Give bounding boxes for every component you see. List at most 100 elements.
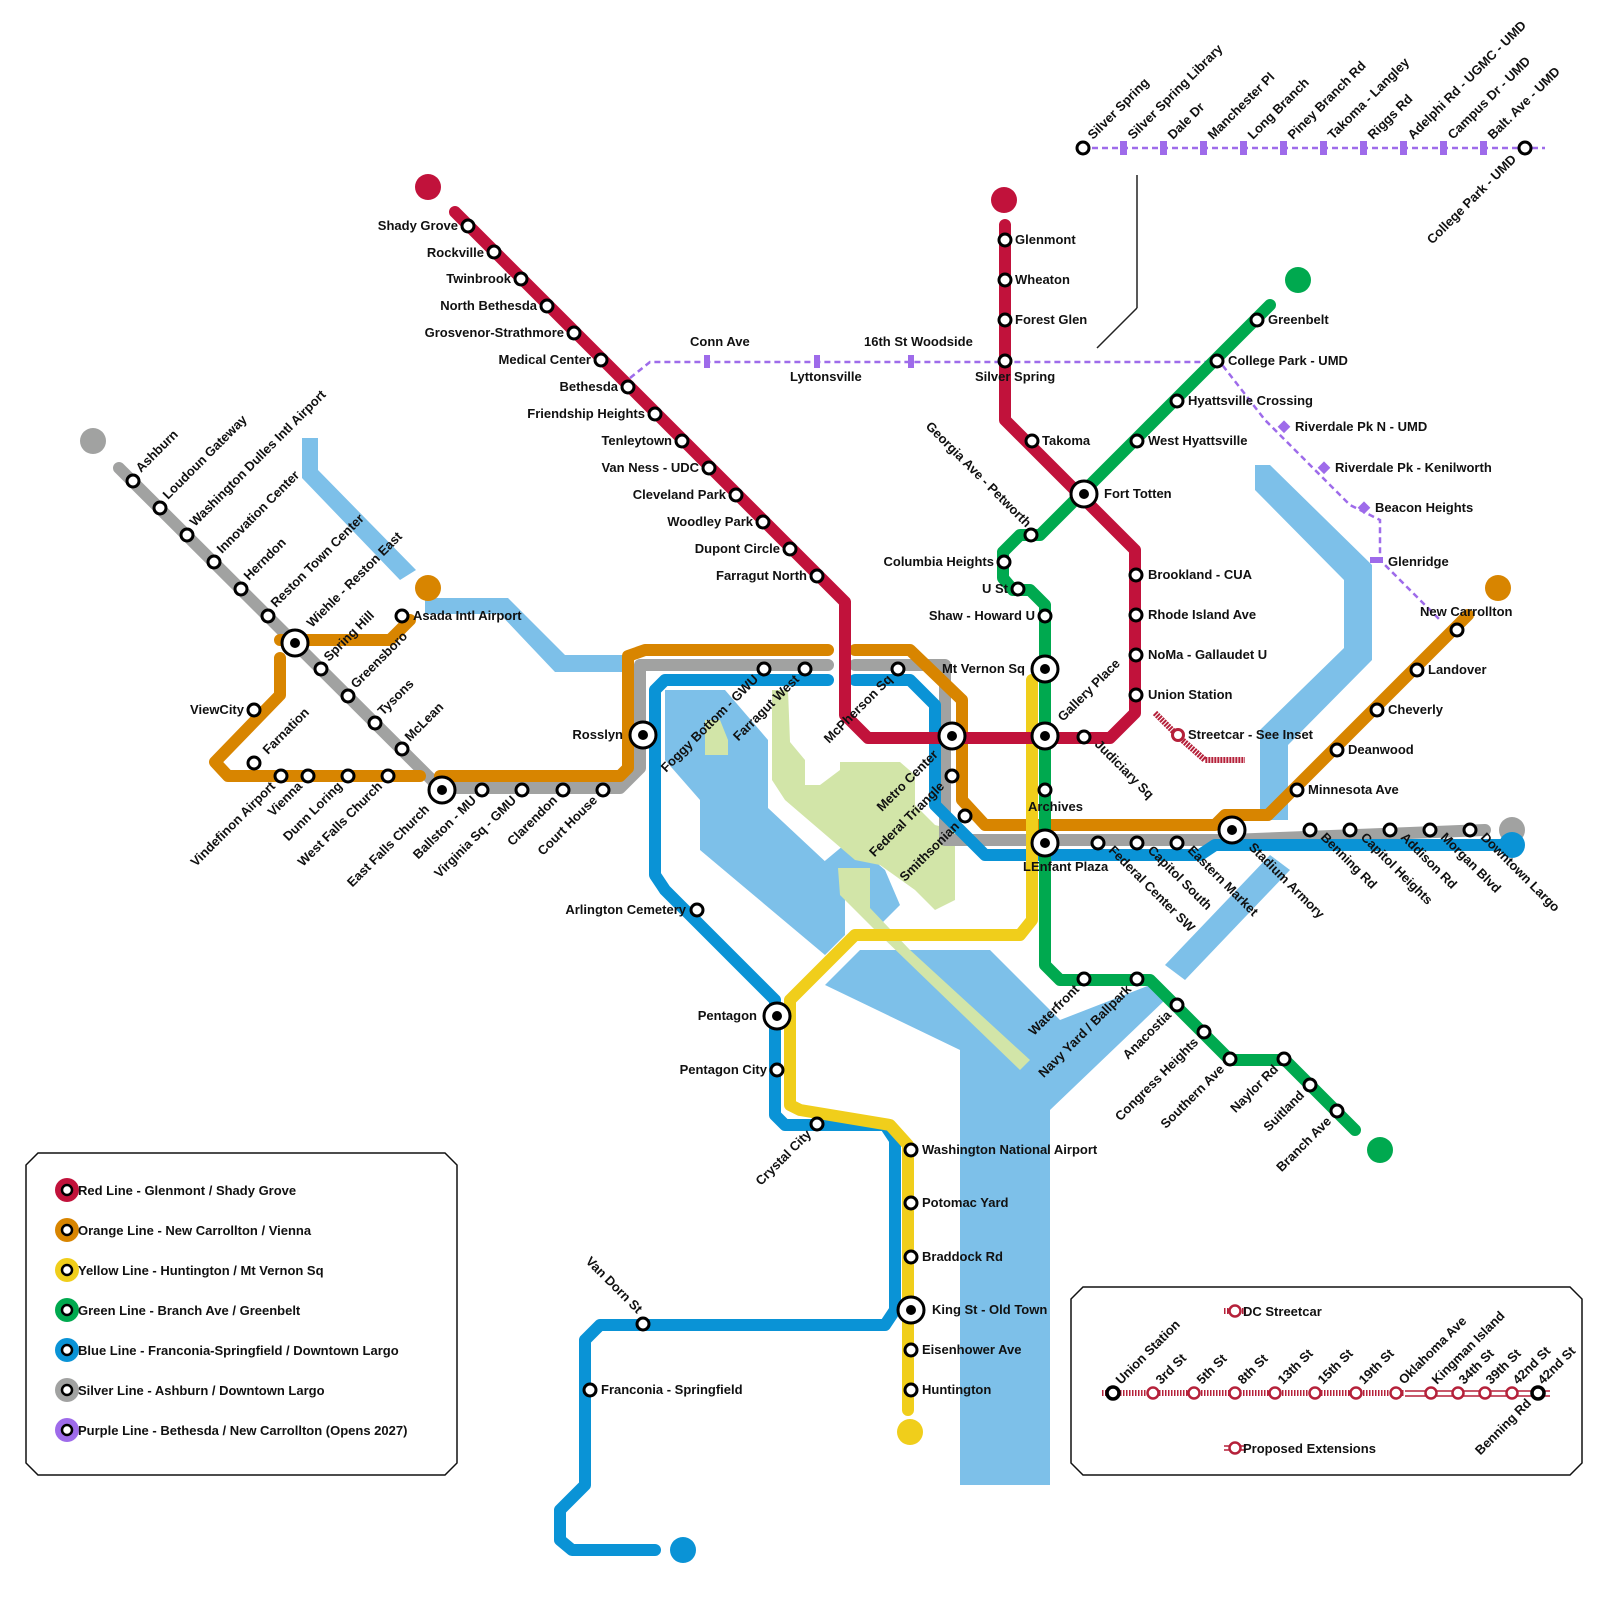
station-glenridge[interactable]: Glenridge [1370,554,1449,569]
station-arlington-cemetery[interactable]: Arlington Cemetery [565,902,705,918]
station-reston-tc[interactable]: Reston Town Center [260,511,367,624]
station-conn-ave[interactable]: Conn Ave [690,334,750,368]
station-vindefinon[interactable]: Vindefinon Airport [187,768,289,869]
station-archives[interactable]: Archives [1028,782,1083,814]
station-king-st[interactable]: King St - Old Town [896,1295,1047,1325]
legend-label: Purple Line - Bethesda / New Carrollton … [78,1423,407,1438]
station-u-st[interactable]: U St [982,581,1026,597]
station-farragut-north[interactable]: Farragut North [716,568,825,584]
station-noma[interactable]: NoMa - Gallaudet U [1128,647,1267,663]
station-van-dorn[interactable]: Van Dorn St [583,1254,651,1332]
station-label: Asada Intl Airport [413,608,522,623]
station-landover[interactable]: Landover [1409,662,1487,678]
station-streetcar-inset[interactable]: Streetcar - See Inset [1171,727,1314,742]
station-label: Cleveland Park [633,487,727,502]
station-deanwood[interactable]: Deanwood [1329,742,1414,758]
station-eisenhower[interactable]: Eisenhower Ave [903,1342,1021,1358]
station-minnesota-ave[interactable]: Minnesota Ave [1289,782,1399,798]
station-label: Rhode Island Ave [1148,607,1256,622]
station-rhode-island[interactable]: Rhode Island Ave [1128,607,1256,623]
station-suitland[interactable]: Suitland [1260,1077,1318,1134]
station-loudoun[interactable]: Loudoun Gateway [152,411,250,516]
station-label: Forest Glen [1015,312,1087,327]
station-viewcity[interactable]: ViewCity [190,702,262,718]
station-college-park[interactable]: College Park - UMD [1209,353,1348,369]
station-twinbrook[interactable]: Twinbrook [446,271,529,287]
station-forest-glen[interactable]: Forest Glen [997,312,1087,328]
station-lenfant-plaza[interactable]: LEnfant Plaza [1023,828,1109,874]
station-label: Greenbelt [1268,312,1329,327]
station-congress-heights[interactable]: Congress Heights [1112,1024,1212,1124]
station-tysons[interactable]: Tysons [367,676,417,731]
station-woodside[interactable]: 16th St Woodside [864,334,973,368]
station-north-bethesda[interactable]: North Bethesda [440,298,555,314]
station-new-carrollton[interactable]: New Carrollton [1420,604,1513,638]
station-fort-totten[interactable]: Fort Totten [1069,479,1172,509]
station-shaw[interactable]: Shaw - Howard U [929,608,1053,624]
station-shady-grove[interactable]: Shady Grove [378,218,476,234]
station-label: Columbia Heights [883,554,994,569]
station-van-ness[interactable]: Van Ness - UDC [601,460,717,476]
station-judiciary-sq[interactable]: Judiciary Sq [1076,729,1157,802]
station-cleveland-park[interactable]: Cleveland Park [633,487,744,503]
station-medical-center[interactable]: Medical Center [499,352,609,368]
station-tenleytown[interactable]: Tenleytown [601,433,690,449]
station-grosvenor[interactable]: Grosvenor-Strathmore [425,325,582,341]
station-brookland[interactable]: Brookland - CUA [1128,567,1253,583]
station-label: Glenridge [1388,554,1449,569]
station-lyttonsville[interactable]: Lyttonsville [790,355,862,384]
station-label: 16th St Woodside [864,334,973,349]
station-label: Shaw - Howard U [929,608,1035,623]
legend-item-green: Green Line - Branch Ave / Greenbelt [55,1298,301,1322]
station-friendship-heights[interactable]: Friendship Heights [527,406,663,422]
station-cheverly[interactable]: Cheverly [1369,702,1444,718]
station-riverdale-n[interactable]: Riverdale Pk N - UMD [1277,419,1428,434]
station-union-station[interactable]: Union Station [1128,687,1233,703]
station-beacon-heights[interactable]: Beacon Heights [1357,500,1474,515]
streetcar-stop-mark [1389,1386,1403,1400]
station-mt-vernon-sq[interactable]: Mt Vernon Sq [942,654,1060,684]
station-hyattsville[interactable]: Hyattsville Crossing [1169,393,1313,409]
station-huntington[interactable]: Huntington [903,1382,991,1398]
station-franconia[interactable]: Franconia - Springfield [582,1382,743,1398]
station-woodley-park[interactable]: Woodley Park [667,514,771,530]
station-label: Van Ness - UDC [601,460,699,475]
station-national-airport[interactable]: Washington National Airport [903,1142,1098,1158]
station-label: Takoma [1042,433,1091,448]
station-label: Braddock Rd [922,1249,1003,1264]
station-label: LEnfant Plaza [1023,859,1109,874]
purple-stop-balt[interactable]: Balt. Ave - UMD [1480,64,1563,155]
station-bethesda[interactable]: Bethesda [559,379,636,395]
red-terminal-dot-east [991,187,1017,213]
park-mall [772,690,955,910]
purple-stop-college-park[interactable]: College Park - UMD [1424,140,1533,247]
orange-terminal-dot-east [1485,575,1511,601]
station-braddock-rd[interactable]: Braddock Rd [903,1249,1003,1265]
station-pentagon-city[interactable]: Pentagon City [680,1062,785,1078]
station-pentagon[interactable]: Pentagon [698,1001,792,1031]
station-label: Farragut North [716,568,807,583]
station-rockville[interactable]: Rockville [427,244,502,260]
station-glenmont[interactable]: Glenmont [997,232,1076,248]
legend-label: Yellow Line - Huntington / Mt Vernon Sq [78,1263,324,1278]
station-potomac-yard[interactable]: Potomac Yard [903,1195,1009,1211]
station-columbia-heights[interactable]: Columbia Heights [883,554,1012,570]
legend-item-orange: Orange Line - New Carrollton / Vienna [55,1218,312,1242]
potomac-river [302,438,416,580]
station-label: North Bethesda [440,298,538,313]
station-dupont-circle[interactable]: Dupont Circle [695,541,798,557]
station-wheaton[interactable]: Wheaton [997,272,1070,288]
inset-frame [1070,1286,1583,1476]
station-takoma[interactable]: Takoma [1024,433,1091,449]
station-greenbelt[interactable]: Greenbelt [1249,312,1329,328]
station-west-hyattsville[interactable]: West Hyattsville [1129,433,1247,449]
water-features [302,438,1372,1485]
station-mclean[interactable]: McLean [394,699,446,757]
station-rosslyn[interactable]: Rosslyn [572,720,658,750]
station-asada[interactable]: Asada Intl Airport [394,608,522,624]
potomac-river-main [665,690,845,955]
station-riverdale-k[interactable]: Riverdale Pk - Kenilworth [1317,460,1492,475]
station-label: Silver Spring [975,369,1055,384]
station-silver-spring[interactable]: Silver Spring [975,353,1055,384]
station-label: Riverdale Pk N - UMD [1295,419,1427,434]
